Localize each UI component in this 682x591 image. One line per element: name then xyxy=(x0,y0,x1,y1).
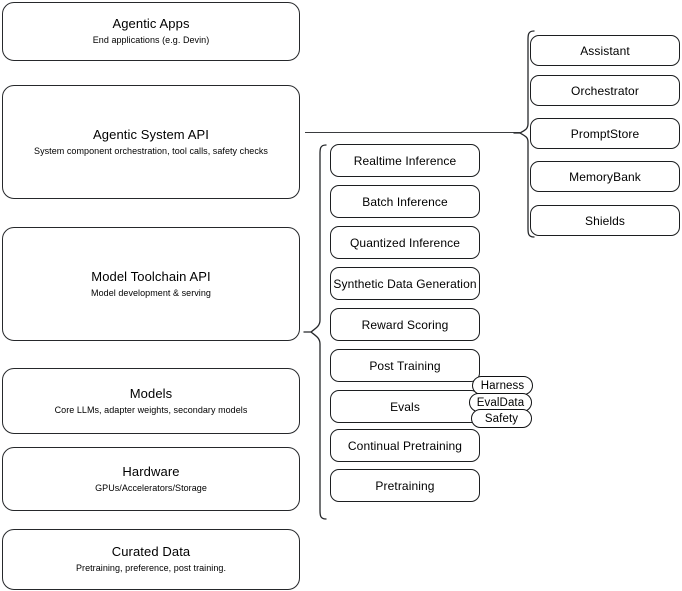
component-box-promptstore[interactable]: PromptStore xyxy=(530,118,680,149)
layer-subtitle: Model development & serving xyxy=(91,287,211,298)
capability-box-realtime-inference[interactable]: Realtime Inference xyxy=(330,144,480,177)
layer-title: Curated Data xyxy=(111,544,191,559)
eval-tag-safety[interactable]: Safety xyxy=(471,409,532,428)
layer-box-model-toolchain-api[interactable]: Model Toolchain API Model development & … xyxy=(2,227,300,341)
component-box-memorybank[interactable]: MemoryBank xyxy=(530,161,680,192)
capability-box-synthetic-data-generation[interactable]: Synthetic Data Generation xyxy=(330,267,480,300)
layer-subtitle: GPUs/Accelerators/Storage xyxy=(95,482,207,493)
layer-subtitle: System component orchestration, tool cal… xyxy=(34,145,268,156)
capability-box-reward-scoring[interactable]: Reward Scoring xyxy=(330,308,480,341)
eval-tag-evaldata[interactable]: EvalData xyxy=(469,393,532,412)
layer-title: Agentic Apps xyxy=(112,16,190,31)
layer-box-models[interactable]: Models Core LLMs, adapter weights, secon… xyxy=(2,368,300,434)
layer-box-agentic-apps[interactable]: Agentic Apps End applications (e.g. Devi… xyxy=(2,2,300,61)
layer-title: Models xyxy=(129,385,173,401)
capability-box-evals[interactable]: Evals xyxy=(330,390,480,423)
layer-title: Agentic System API xyxy=(93,126,209,142)
bracket-toolchain-capabilities xyxy=(303,144,328,520)
layer-subtitle: Core LLMs, adapter weights, secondary mo… xyxy=(54,404,248,415)
capability-box-batch-inference[interactable]: Batch Inference xyxy=(330,185,480,218)
capability-box-post-training[interactable]: Post Training xyxy=(330,349,480,382)
connector-agentic-system-to-components xyxy=(305,132,520,134)
layer-title: Model Toolchain API xyxy=(91,268,211,284)
capability-box-quantized-inference[interactable]: Quantized Inference xyxy=(330,226,480,259)
component-box-orchestrator[interactable]: Orchestrator xyxy=(530,75,680,106)
layer-box-curated-data[interactable]: Curated Data Pretraining, preference, po… xyxy=(2,529,300,590)
capability-box-continual-pretraining[interactable]: Continual Pretraining xyxy=(330,429,480,462)
layer-subtitle: End applications (e.g. Devin) xyxy=(92,35,210,45)
capability-box-pretraining[interactable]: Pretraining xyxy=(330,469,480,502)
component-box-assistant[interactable]: Assistant xyxy=(530,35,680,66)
layer-title: Hardware xyxy=(122,463,180,479)
layer-subtitle: Pretraining, preference, post training. xyxy=(75,563,227,573)
component-box-shields[interactable]: Shields xyxy=(530,205,680,236)
layer-box-hardware[interactable]: Hardware GPUs/Accelerators/Storage xyxy=(2,447,300,511)
layer-box-agentic-system-api[interactable]: Agentic System API System component orch… xyxy=(2,85,300,199)
bracket-agentic-components xyxy=(513,30,536,239)
